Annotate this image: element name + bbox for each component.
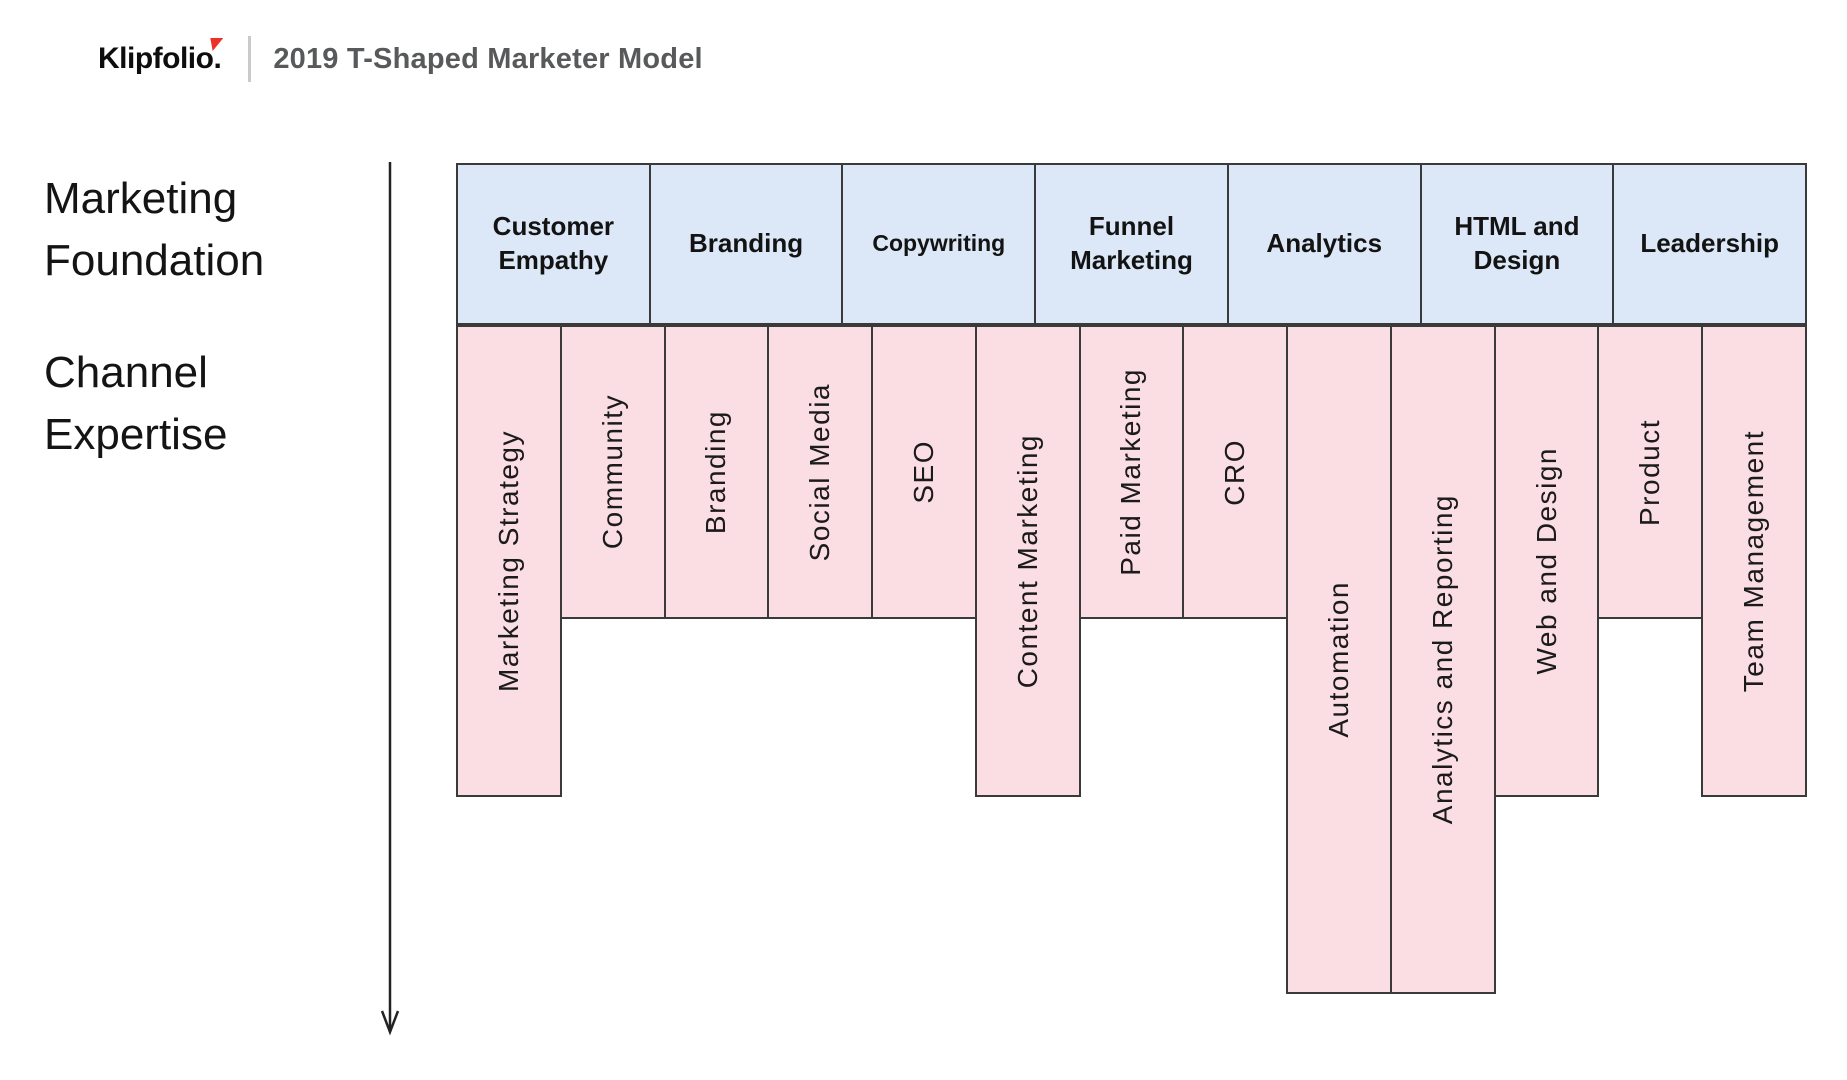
foundation-cell: Branding (648, 163, 844, 325)
skill-bar: Automation (1286, 325, 1392, 994)
skill-bar-label: Community (596, 394, 628, 550)
foundation-cell-label: Customer Empathy (492, 211, 615, 275)
foundation-cell-label: Branding (689, 228, 804, 259)
skill-bar: Team Management (1701, 325, 1807, 797)
skill-bar: Community (559, 325, 666, 619)
skill-bar-label: SEO (907, 440, 939, 504)
foundation-cell-label: Funnel Marketing (1070, 211, 1193, 275)
foundation-cell-label: HTML and Design (1454, 211, 1580, 275)
foundation-cell-label: Leadership (1640, 228, 1780, 259)
foundation-cell: Copywriting (841, 163, 1037, 325)
skill-bar: CRO (1182, 325, 1289, 619)
skill-bar: SEO (871, 325, 977, 619)
header-divider (248, 36, 252, 82)
skill-bar: Analytics and Reporting (1389, 325, 1496, 994)
skill-bar: Social Media (767, 325, 874, 619)
foundation-row: Customer Empathy Branding Copywriting Funne… (456, 163, 1808, 325)
foundation-cell: HTML and Design (1419, 163, 1615, 325)
skill-bar: Web and Design (1493, 325, 1600, 797)
foundation-cell: Funnel Marketing (1034, 163, 1229, 325)
foundation-cell-label: Analytics (1266, 228, 1383, 259)
skill-bar-label: Content Marketing (1011, 433, 1043, 689)
foundation-cell: Analytics (1226, 163, 1422, 325)
expertise-bars: Marketing Strategy Community Branding Socia… (456, 325, 1807, 994)
foundation-cell: Leadership (1612, 163, 1808, 325)
skill-bar-label: Marketing Strategy (492, 430, 524, 692)
depth-arrow-icon (380, 162, 400, 1036)
klipfolio-logo: Klipfolio. (98, 38, 226, 76)
skill-bar: Marketing Strategy (456, 325, 562, 797)
label-marketing-foundation: Marketing Foundation (44, 174, 265, 286)
skill-bar-label: Team Management (1738, 429, 1770, 693)
foundation-cell: Customer Empathy (456, 163, 651, 325)
foundation-cell-label: Copywriting (872, 230, 1006, 257)
skill-bar: Branding (663, 325, 770, 619)
klipfolio-logo-text: Klipfolio. (98, 42, 222, 75)
skill-bar: Paid Marketing (1078, 325, 1185, 619)
skill-bar-label: Social Media (804, 382, 836, 562)
page-title: 2019 T-Shaped Marketer Model (273, 42, 703, 75)
skill-bar-label: Product (1634, 418, 1666, 526)
brand-header: Klipfolio. 2019 T-Shaped Marketer Model (98, 36, 703, 82)
skill-bar: Product (1597, 325, 1704, 619)
skill-bar-label: Branding (700, 409, 732, 535)
label-channel-expertise: Channel Expertise (44, 348, 228, 460)
skill-bar-label: Paid Marketing (1115, 368, 1147, 576)
skill-bar-label: Analytics and Reporting (1426, 494, 1458, 825)
skill-bar-label: CRO (1219, 438, 1251, 506)
skill-bar: Content Marketing (974, 325, 1081, 797)
skill-bar-label: Web and Design (1530, 447, 1562, 675)
skill-bar-label: Automation (1323, 581, 1354, 738)
